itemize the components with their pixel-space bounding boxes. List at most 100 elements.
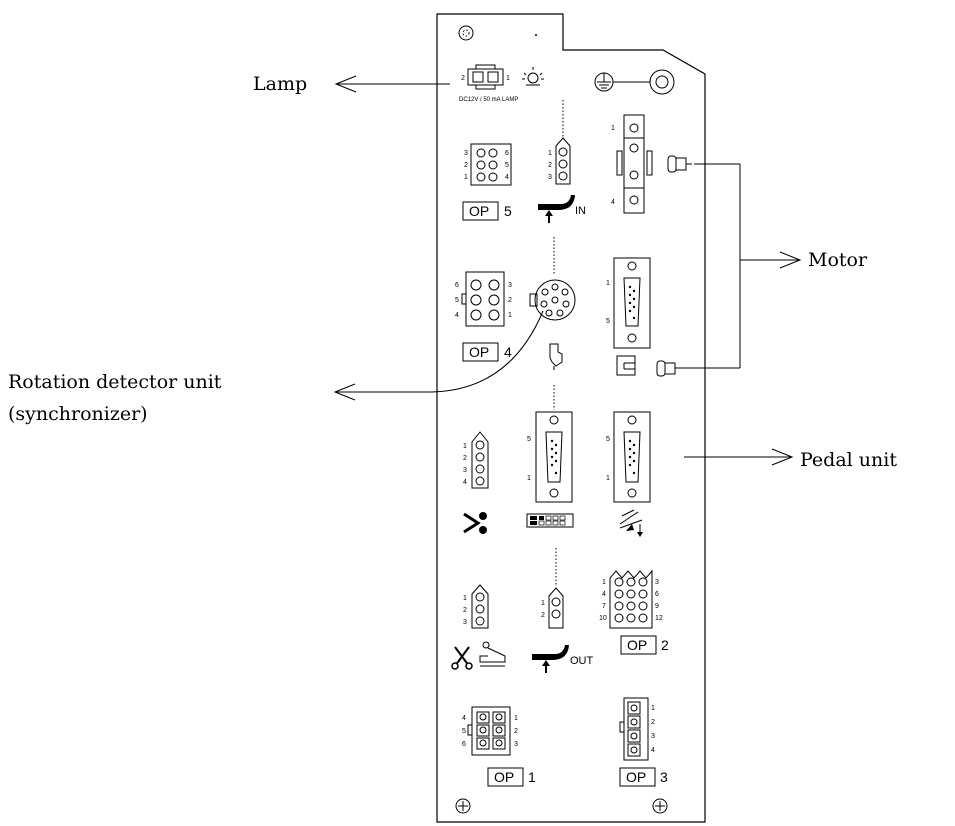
op3-pin: 4	[651, 747, 655, 754]
op5-pin: 4	[505, 174, 509, 181]
op1-pin: 4	[462, 715, 466, 722]
rotation-detector-leader	[333, 310, 544, 401]
op1-connector: 4 5 6 1 2 3	[462, 706, 518, 756]
op3-pin: 1	[651, 705, 655, 712]
trimmer-pin: 1	[463, 443, 467, 450]
op4-pin: 2	[508, 297, 512, 304]
pedal-leader	[684, 448, 794, 466]
lamp-connector: 2 1 DC12V / 50 mA LAMP	[459, 64, 518, 103]
pedal-callout: Pedal unit	[800, 449, 897, 471]
op1-pin: 2	[514, 728, 518, 735]
svg-text:1: 1	[528, 769, 536, 785]
op5-pin: 1	[464, 174, 468, 181]
op4-pin: 6	[455, 282, 459, 289]
wiper-scissors-icon	[451, 646, 473, 670]
svg-text:IN: IN	[575, 205, 586, 217]
op2-connector: 1 4 7 10 3 6 9 12	[599, 569, 663, 629]
pedal-in-connector: 1 2 3	[548, 100, 571, 185]
op5-pin: 6	[505, 150, 509, 157]
lamp-pin-2: 2	[461, 75, 465, 82]
synchronizer-connector	[529, 237, 576, 321]
op2-pin: 4	[602, 591, 606, 598]
op2-pin: 6	[655, 591, 659, 598]
motor-callout: Motor	[808, 249, 868, 271]
svg-text:OP: OP	[627, 637, 647, 653]
op1-pin: 3	[514, 741, 518, 748]
op4-label: OP 4	[462, 342, 512, 362]
mounting-screw-top	[458, 25, 474, 41]
pedal-out-connector: 1 2	[541, 548, 564, 629]
mounting-screw-bottom-left	[455, 798, 471, 814]
pedal-dsub-connector: 5 1	[606, 411, 651, 503]
motor-pin: 4	[611, 199, 615, 206]
op3-pin: 2	[651, 719, 655, 726]
op2-pin: 3	[655, 579, 659, 586]
motor-power-icon	[616, 355, 636, 376]
motor-dsub-pin: 1	[606, 280, 610, 287]
svg-text:OP: OP	[626, 769, 646, 785]
op4-pin: 5	[455, 297, 459, 304]
ground-icon	[594, 69, 675, 95]
rotation-detector-callout: Rotation detector unit	[8, 371, 222, 393]
operation-panel-dsub-connector: 5 1	[527, 385, 573, 503]
in-pin: 2	[548, 162, 552, 169]
lamp-leader	[334, 75, 450, 93]
center-dsub-pin: 1	[527, 475, 531, 482]
out-pin: 1	[541, 600, 545, 607]
small-dot-mark	[535, 34, 537, 36]
center-dsub-pin: 5	[527, 436, 531, 443]
wiper-pin: 3	[463, 619, 467, 626]
op2-pin: 9	[655, 603, 659, 610]
thread-trimmer-connector: 1 2 3 4	[463, 431, 489, 489]
motor-plug-icon-bottom	[656, 360, 686, 377]
panel-outline	[436, 13, 706, 823]
op2-label: OP 2	[620, 635, 669, 655]
op1-pin: 5	[462, 728, 466, 735]
svg-text:5: 5	[504, 203, 512, 219]
synchronizer-callout: (synchronizer)	[8, 403, 148, 425]
lamp-icon	[522, 67, 544, 86]
motor-dsub-pin: 5	[606, 318, 610, 325]
motor-pin: 1	[611, 125, 615, 132]
svg-text:OP: OP	[494, 769, 514, 785]
out-pin: 2	[541, 612, 545, 619]
lamp-callout: Lamp	[253, 73, 307, 95]
svg-text:OP: OP	[469, 344, 489, 360]
operation-panel-icon	[526, 513, 574, 528]
svg-text:OP: OP	[469, 203, 489, 219]
presser-wiper-icon	[479, 641, 506, 667]
op4-pin: 3	[508, 282, 512, 289]
wiper-pin: 1	[463, 595, 467, 602]
mounting-screw-bottom-right	[652, 798, 668, 814]
presser-foot-in-icon: IN	[538, 195, 586, 223]
scissors-icon	[463, 512, 487, 534]
wiper-pin: 2	[463, 607, 467, 614]
lamp-caption: DC12V / 50 mA LAMP	[459, 97, 518, 103]
op4-pin: 1	[508, 312, 512, 319]
pedal-dsub-pin: 5	[606, 436, 610, 443]
op1-label: OP 1	[487, 767, 536, 787]
svg-text:2: 2	[661, 637, 669, 653]
trimmer-pin: 2	[463, 455, 467, 462]
svg-text:OUT: OUT	[570, 655, 594, 667]
motor-encoder-connector: 1 4	[611, 114, 653, 214]
op5-label: OP 5	[462, 201, 512, 221]
svg-text:3: 3	[660, 769, 668, 785]
lamp-pin-1: 1	[506, 75, 510, 82]
op2-pin: 1	[602, 579, 606, 586]
op3-connector: 1 2 3 4	[619, 697, 655, 761]
op5-pin: 3	[464, 150, 468, 157]
op4-connector: 6 5 4 3 2 1	[455, 271, 512, 327]
svg-text:4: 4	[504, 344, 512, 360]
presser-foot-out-icon: OUT	[532, 645, 594, 673]
op4-pin: 4	[455, 312, 459, 319]
pedal-dsub-pin: 1	[606, 475, 610, 482]
op1-pin: 1	[514, 715, 518, 722]
motor-leader	[686, 163, 802, 369]
trimmer-pin: 3	[463, 467, 467, 474]
op2-pin: 12	[655, 615, 663, 622]
synchronizer-icon	[549, 343, 563, 370]
wiper-connector: 1 2 3	[463, 584, 489, 629]
op2-pin: 10	[599, 615, 607, 622]
op3-label: OP 3	[619, 767, 668, 787]
